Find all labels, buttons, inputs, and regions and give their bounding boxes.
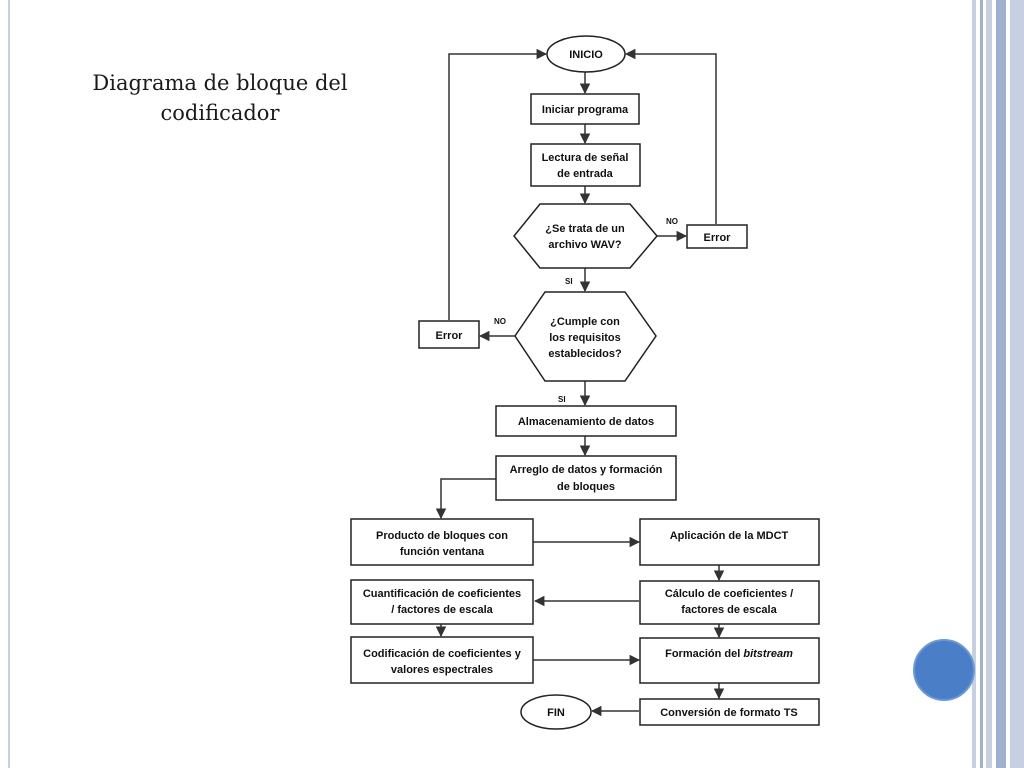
mdct-box: Aplicación de la MDCT xyxy=(639,518,820,566)
bitstream-box: Formación del bitstream xyxy=(639,637,820,684)
init-program-label: Iniciar programa xyxy=(542,104,629,116)
coding-line1: Codificación de coeficientes y xyxy=(363,648,522,660)
ts-conversion-box: Conversión de formato TS xyxy=(639,698,820,726)
wav-decision-line2: archivo WAV? xyxy=(548,239,621,251)
requirements-line3: establecidos? xyxy=(548,348,622,360)
coding-box: Codificación de coeficientes y valores e… xyxy=(350,636,534,684)
left-border-line xyxy=(8,0,10,768)
window-product-box: Producto de bloques con función ventana xyxy=(350,518,534,566)
slide-title: Diagrama de bloque del codificador xyxy=(60,68,380,128)
ts-conversion-label: Conversión de formato TS xyxy=(660,707,798,719)
init-program-box: Iniciar programa xyxy=(530,93,640,125)
arrange-blocks-line2: de bloques xyxy=(557,481,615,493)
store-data-box: Almacenamiento de datos xyxy=(495,405,677,437)
requirements-line2: los requisitos xyxy=(549,332,621,344)
requirements-line1: ¿Cumple con xyxy=(550,316,620,328)
requirements-decision: ¿Cumple con los requisitos establecidos? xyxy=(514,291,657,382)
quantization-box: Cuantificación de coeficientes / factore… xyxy=(350,579,534,625)
window-product-line2: función ventana xyxy=(400,546,485,558)
coefficients-calc-line1: Cálculo de coeficientes / xyxy=(665,588,793,600)
slide-title-line1: Diagrama de bloque del xyxy=(92,71,348,95)
no-label-wav: NO xyxy=(666,217,678,226)
mdct-label: Aplicación de la MDCT xyxy=(670,530,789,542)
wav-decision: ¿Se trata de un archivo WAV? xyxy=(513,203,658,269)
read-signal-line1: Lectura de señal xyxy=(542,152,629,164)
coefficients-calc-box: Cálculo de coeficientes / factores de es… xyxy=(639,580,820,625)
quantization-line1: Cuantificación de coeficientes xyxy=(363,588,521,600)
window-product-line1: Producto de bloques con xyxy=(376,530,508,542)
read-signal-box: Lectura de señal de entrada xyxy=(530,143,641,187)
end-terminator: FIN xyxy=(520,694,592,730)
end-label: FIN xyxy=(547,707,565,719)
read-signal-line2: de entrada xyxy=(557,168,614,180)
quantization-line2: / factores de escala xyxy=(391,604,493,616)
error-right-label: Error xyxy=(704,232,732,244)
coefficients-calc-line2: factores de escala xyxy=(681,604,777,616)
bitstream-label-italic: bitstream xyxy=(743,648,793,660)
flowchart-connectors xyxy=(435,48,725,717)
bitstream-label-prefix: Formación del xyxy=(665,648,743,660)
store-data-label: Almacenamiento de datos xyxy=(518,416,654,428)
si-label-requirements: SI xyxy=(558,395,566,404)
slide-title-line2: codificador xyxy=(160,101,280,125)
arrange-blocks-line1: Arreglo de datos y formación xyxy=(510,464,663,476)
wav-decision-line1: ¿Se trata de un xyxy=(545,223,625,235)
start-terminator: INICIO xyxy=(546,35,626,73)
si-label-wav: SI xyxy=(565,277,573,286)
error-box-right: Error xyxy=(686,224,748,249)
start-label: INICIO xyxy=(569,49,603,61)
error-box-left: Error xyxy=(418,320,480,349)
error-left-label: Error xyxy=(436,330,464,342)
decorative-side-stripes xyxy=(972,0,1024,768)
decorative-circle xyxy=(913,639,975,701)
no-label-requirements: NO xyxy=(494,317,506,326)
coding-line2: valores espectrales xyxy=(391,664,493,676)
bitstream-label: Formación del bitstream xyxy=(665,648,793,660)
arrange-blocks-box: Arreglo de datos y formación de bloques xyxy=(495,455,677,501)
